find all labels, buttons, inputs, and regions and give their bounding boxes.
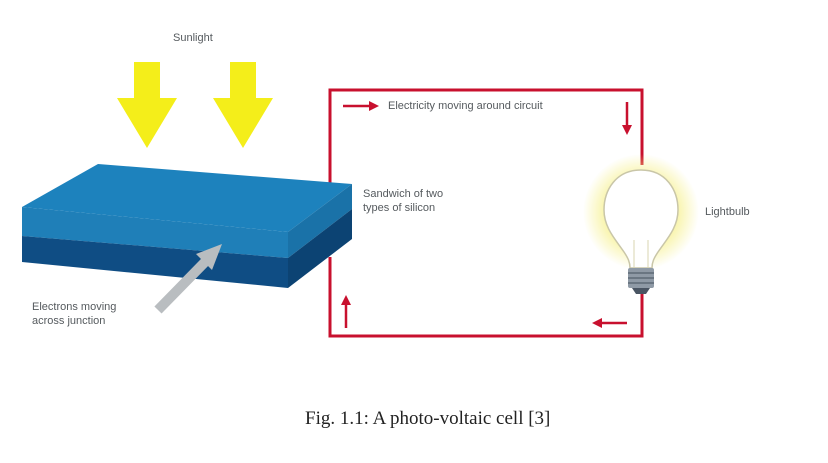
electron-arrow	[154, 244, 222, 314]
silicon-side-face-lower	[288, 209, 352, 288]
circuit-arrow-left	[592, 318, 627, 328]
circuit-arrow-right	[343, 101, 379, 111]
electrons-label-line2: across junction	[32, 315, 106, 327]
silicon-front-face-lower	[22, 236, 288, 288]
circuit-label: Electricity moving around circuit	[388, 100, 543, 112]
lightbulb-label: Lightbulb	[705, 206, 750, 218]
sandwich-label-line2: types of silicon	[363, 202, 436, 214]
silicon-sandwich	[22, 164, 352, 288]
figure-caption: Fig. 1.1: A photo-voltaic cell [3]	[305, 408, 551, 429]
sunlight-arrow-left	[117, 62, 177, 148]
electrons-label-line1: Electrons moving	[32, 301, 117, 313]
circuit-wire-return	[328, 257, 644, 338]
sunlight-arrow-right	[213, 62, 273, 148]
silicon-side-face-upper	[288, 184, 352, 258]
sunlight-label: Sunlight	[173, 32, 213, 44]
circuit-arrow-down	[622, 102, 632, 135]
lightbulb-icon	[583, 154, 699, 294]
circuit-arrow-up	[341, 295, 351, 328]
sandwich-label-line1: Sandwich of two	[363, 188, 444, 200]
silicon-top-face	[22, 164, 352, 232]
circuit-wire	[328, 88, 644, 183]
